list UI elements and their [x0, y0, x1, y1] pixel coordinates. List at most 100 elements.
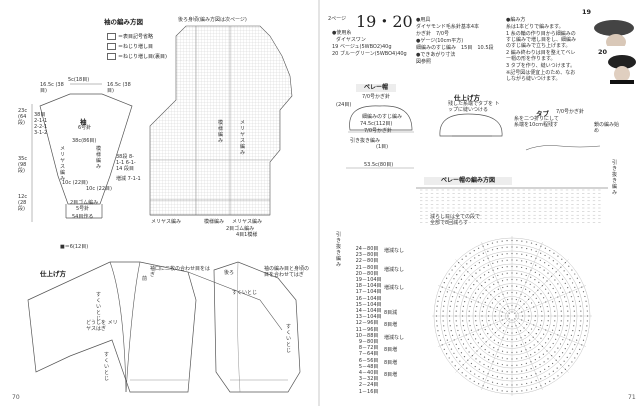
- round-row: 20－80目: [352, 270, 379, 277]
- pattern-label: 模様編み: [218, 120, 224, 144]
- slip-count: (1目): [376, 144, 389, 150]
- round-number: 21: [355, 264, 362, 271]
- repeat-label: 4目1模様: [236, 232, 258, 238]
- front-label: 前: [142, 276, 148, 282]
- assembly-note: すくいとじ: [232, 290, 258, 296]
- page-number-left: 70: [12, 394, 20, 401]
- round-number: 13: [355, 314, 362, 321]
- dash-glyph: －: [362, 388, 368, 395]
- round-row: 6－56目: [352, 357, 379, 364]
- stitch-count: 96目: [367, 326, 379, 333]
- body-chart-title: 後ろ身頃(編み方図は次ページ): [178, 17, 247, 23]
- method-line: 2 編み終わりは目を整えてベレー帽の形を作ります。: [506, 50, 576, 62]
- stockinette-label: メリヤス編み: [151, 219, 182, 225]
- round-number: 22: [355, 258, 362, 265]
- photo-number-20: 20: [598, 48, 608, 56]
- round-note: 8目増: [384, 372, 398, 378]
- stitch-count: 104目: [367, 314, 382, 321]
- sleeve-dim: 12c (28段): [18, 194, 28, 212]
- photo-20: [604, 52, 638, 84]
- round-row: 12－96目: [352, 320, 379, 327]
- yarn-20: 20 ブルーグリーン(5WBO4)40g: [332, 51, 407, 57]
- stitch-count: 96目: [367, 320, 379, 327]
- pattern-label: 模様編み: [96, 146, 102, 170]
- round-row: 17－104目: [352, 289, 382, 295]
- increase-rows: 38段 8-1-1 6-1-14 段目: [116, 154, 136, 172]
- assembly-note: どうしを メリヤスはぎ: [86, 320, 118, 332]
- assembly-title: 仕上げ方: [40, 270, 66, 278]
- stitch-count: 104目: [367, 295, 382, 302]
- dash-glyph: －: [362, 301, 368, 308]
- dash-glyph: －: [362, 252, 368, 259]
- tab-hook: 7/0号かぎ針: [556, 109, 585, 115]
- round-number: 2: [358, 382, 362, 389]
- cuff-width-a: 10c (22目): [62, 180, 88, 186]
- sleeve-side-right: 16.5c (38目): [107, 82, 131, 94]
- item-title: 19・20: [356, 12, 413, 31]
- cap-rows: 38目 2-1-1 2-2-1 3-1-2: [34, 112, 48, 136]
- round-row: 1－16目: [352, 388, 379, 395]
- chart-note: 減らし目は全ての段で 全部で8回減らす: [430, 214, 481, 226]
- round-row: 7－64目: [352, 351, 379, 357]
- round-number: 4: [358, 370, 362, 376]
- round-number: 11: [355, 326, 362, 333]
- round-number: 9: [358, 339, 362, 345]
- round-row: 4－40目: [352, 370, 379, 376]
- assembly-note: 袖の編み目と身頃の 目を合わせてはぎ: [264, 266, 310, 278]
- yarn-heading: ●使用糸: [332, 30, 352, 36]
- assembly-note: すくいとじ: [96, 292, 102, 322]
- hook-note: 7/0号かぎ針: [362, 94, 391, 100]
- photo-number-19: 19: [582, 8, 592, 16]
- round-row: 24－80目: [352, 246, 379, 252]
- stitch-count: 104目: [367, 301, 382, 308]
- round-row: 14－104目: [352, 308, 382, 314]
- round-row: 2－24目: [352, 382, 379, 389]
- stitch-count: 104目: [367, 283, 382, 290]
- round-row: 23－80目: [352, 252, 379, 259]
- dash-glyph: －: [362, 345, 368, 352]
- round-number: 15: [355, 301, 362, 308]
- tab-note: 糸を二つ折りにして 糸端を10cm程残す: [514, 116, 559, 128]
- band-dims: 74.5c(112目): [360, 121, 393, 127]
- round-number: 10: [355, 332, 362, 339]
- round-number: 16: [355, 295, 362, 302]
- dash-glyph: －: [362, 270, 368, 277]
- tab-note: 鎖の編み始め: [594, 122, 620, 134]
- method-line: 1 糸の輪の作り目から細編みのすじ編みで増し目をし、細編みのすじ編みで立ち上げま…: [506, 31, 577, 49]
- dash-glyph: －: [362, 283, 368, 290]
- stitch-count: 40目: [367, 370, 379, 376]
- sleeve-label: 袖: [80, 118, 87, 126]
- legend-item: ＝表目記号省略: [107, 33, 153, 40]
- round-row: 18－104目: [352, 283, 382, 289]
- round-note: 増減なし: [384, 285, 405, 292]
- yarn-19: 19 ベージュ(5WBO2)40g: [332, 44, 392, 50]
- circumference: 53.5c(80目): [364, 162, 394, 168]
- round-number: 1: [358, 388, 362, 395]
- finishing-title: 仕上げ方: [454, 94, 480, 102]
- round-note: 8目減: [384, 310, 398, 316]
- stitch-count: 80目: [367, 270, 379, 277]
- stitch-count: 56目: [367, 357, 379, 364]
- stitch-count: 80目: [367, 246, 379, 252]
- slip-stitch-label: 引き抜き編み: [612, 160, 618, 196]
- dash-glyph: －: [362, 376, 368, 383]
- top-dim: (24目): [336, 102, 352, 108]
- beret-section-title: ベレー帽: [356, 84, 396, 92]
- assembly-note: 袖口に二枚の合わせ目をはぎ: [150, 266, 211, 278]
- beret-photo-icon: [608, 55, 636, 84]
- round-row: 3－32目: [352, 376, 379, 383]
- round-row: 10－88目: [352, 332, 379, 339]
- round-row: 5－48目: [352, 364, 379, 370]
- dash-glyph: －: [362, 357, 368, 364]
- stitch-count: 80目: [367, 339, 379, 345]
- dash-glyph: －: [362, 382, 368, 389]
- round-row: 11－96目: [352, 326, 379, 333]
- size-heading: ●できあがり寸法: [416, 52, 456, 58]
- sleeve-side-left: 16.5c (38目): [40, 82, 64, 94]
- legend-item: ＝ねじり増し目(裏目): [107, 53, 167, 60]
